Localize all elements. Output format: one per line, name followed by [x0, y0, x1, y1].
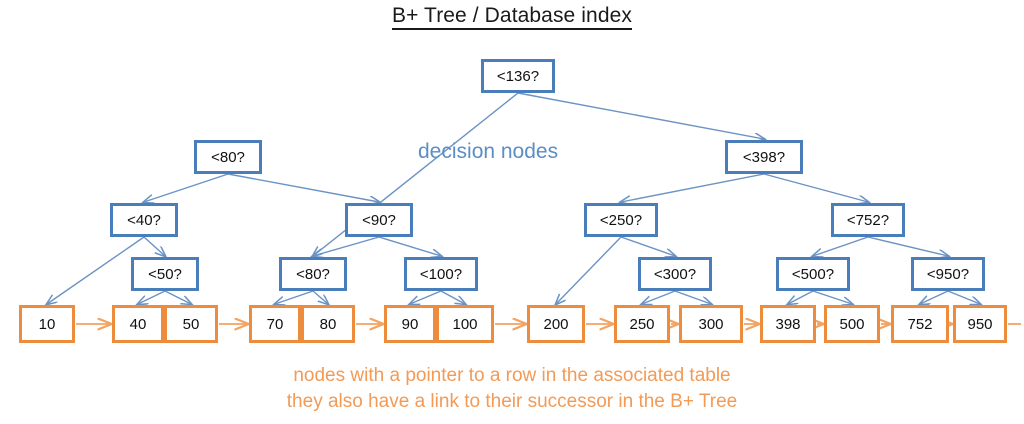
decision-node[interactable]: <90? — [345, 203, 413, 237]
leaf-node[interactable]: 950 — [953, 305, 1007, 343]
leaf-node[interactable]: 250 — [614, 305, 670, 343]
decision-node[interactable]: <100? — [404, 257, 478, 291]
leaf-node[interactable]: 100 — [436, 305, 494, 343]
leaf-node[interactable]: 752 — [891, 305, 949, 343]
decision-node[interactable]: <950? — [911, 257, 985, 291]
decision-node[interactable]: <80? — [194, 140, 262, 174]
leaf-node[interactable]: 50 — [164, 305, 218, 343]
leaf-node[interactable]: 90 — [384, 305, 436, 343]
decision-node[interactable]: <250? — [584, 203, 658, 237]
decision-node[interactable]: <50? — [131, 257, 199, 291]
decision-node[interactable]: <500? — [776, 257, 850, 291]
decision-node[interactable]: <40? — [110, 203, 178, 237]
leaf-node[interactable]: 500 — [824, 305, 880, 343]
caption-line-1: nodes with a pointer to a row in the ass… — [293, 365, 731, 386]
leaf-node[interactable]: 10 — [19, 305, 75, 343]
leaf-node[interactable]: 200 — [527, 305, 585, 343]
decision-node[interactable]: <300? — [638, 257, 712, 291]
decision-node[interactable]: <80? — [279, 257, 347, 291]
decision-node[interactable]: <752? — [831, 203, 905, 237]
decision-node[interactable]: <136? — [481, 59, 555, 93]
leaf-node[interactable]: 40 — [112, 305, 164, 343]
decision-nodes-annotation: decision nodes — [418, 140, 559, 163]
page-title: B+ Tree / Database index — [0, 4, 1024, 30]
decision-node[interactable]: <398? — [725, 140, 803, 174]
caption-line-2: they also have a link to their successor… — [286, 391, 738, 412]
leaf-node[interactable]: 300 — [679, 305, 743, 343]
leaf-node[interactable]: 80 — [301, 305, 355, 343]
page-title-text: B+ Tree / Database index — [392, 4, 632, 30]
leaf-node[interactable]: 70 — [249, 305, 301, 343]
leaf-node[interactable]: 398 — [760, 305, 816, 343]
